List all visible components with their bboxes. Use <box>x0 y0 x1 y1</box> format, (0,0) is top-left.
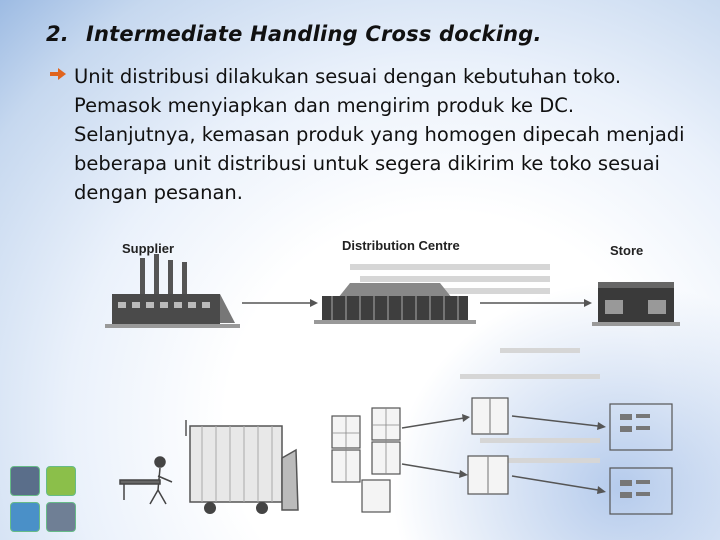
cross-docking-diagram: Supplier Distribution Centre Store <box>105 238 680 515</box>
store-shelves-illustration <box>609 403 673 515</box>
heading-text: Intermediate Handling Cross docking <box>86 22 534 46</box>
flow-arrows-bottom <box>401 414 606 494</box>
bullet-item: Unit distribusi dilakukan sesuai dengan … <box>50 62 690 207</box>
faded-background-text <box>350 264 600 463</box>
truck-illustration <box>185 420 299 514</box>
cross-dock-sorting-illustration <box>467 397 509 495</box>
label-store: Store <box>610 243 643 258</box>
arrow-bullet-icon <box>50 68 66 80</box>
supplier-factory-illustration <box>105 254 240 328</box>
label-supplier: Supplier <box>122 241 174 256</box>
distribution-centre-illustration <box>314 283 476 324</box>
worker-illustration <box>119 456 173 505</box>
decorative-blue-tile <box>10 502 40 532</box>
decorative-photo-tile-2 <box>46 502 76 532</box>
heading-punct: . <box>533 22 542 46</box>
decorative-green-tile <box>46 466 76 496</box>
flow-arrows-top <box>242 299 592 307</box>
bullet-text: Unit distribusi dilakukan sesuai dengan … <box>74 65 685 204</box>
slide-heading: 2. Intermediate Handling Cross docking. <box>46 22 542 46</box>
pallet-boxes-illustration <box>331 407 401 513</box>
store-illustration <box>592 282 680 326</box>
decorative-photo-tile <box>10 466 40 496</box>
label-distribution-centre: Distribution Centre <box>342 238 460 253</box>
heading-number: 2. <box>46 22 69 46</box>
